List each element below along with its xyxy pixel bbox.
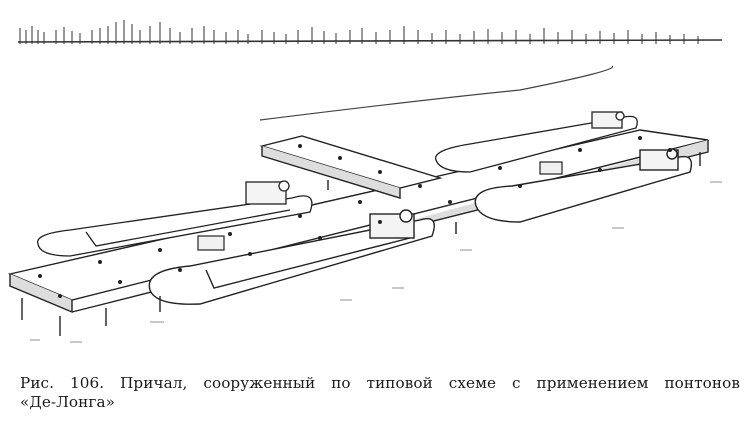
water-edge — [259, 65, 614, 121]
figure-caption: Рис. 106. Причал, сооруженный по типовой… — [20, 374, 740, 412]
pontoon-left-rear — [36, 180, 313, 257]
deck-bolts — [38, 136, 672, 298]
shoreline-hatching — [17, 20, 723, 44]
pontoon-right-front — [474, 148, 693, 223]
caption-line-1: Рис. 106. Причал, сооруженный по типовой… — [20, 374, 740, 392]
support-piles — [21, 152, 701, 336]
water-ripples — [30, 181, 722, 343]
deck-blocks — [197, 161, 563, 251]
upper-platform — [259, 135, 443, 199]
pontoon-left-front — [148, 209, 435, 305]
caption-line-2: «Де-Лонга» — [20, 393, 116, 411]
pontoon-right-rear — [435, 111, 638, 173]
pier-illustration — [7, 20, 723, 343]
